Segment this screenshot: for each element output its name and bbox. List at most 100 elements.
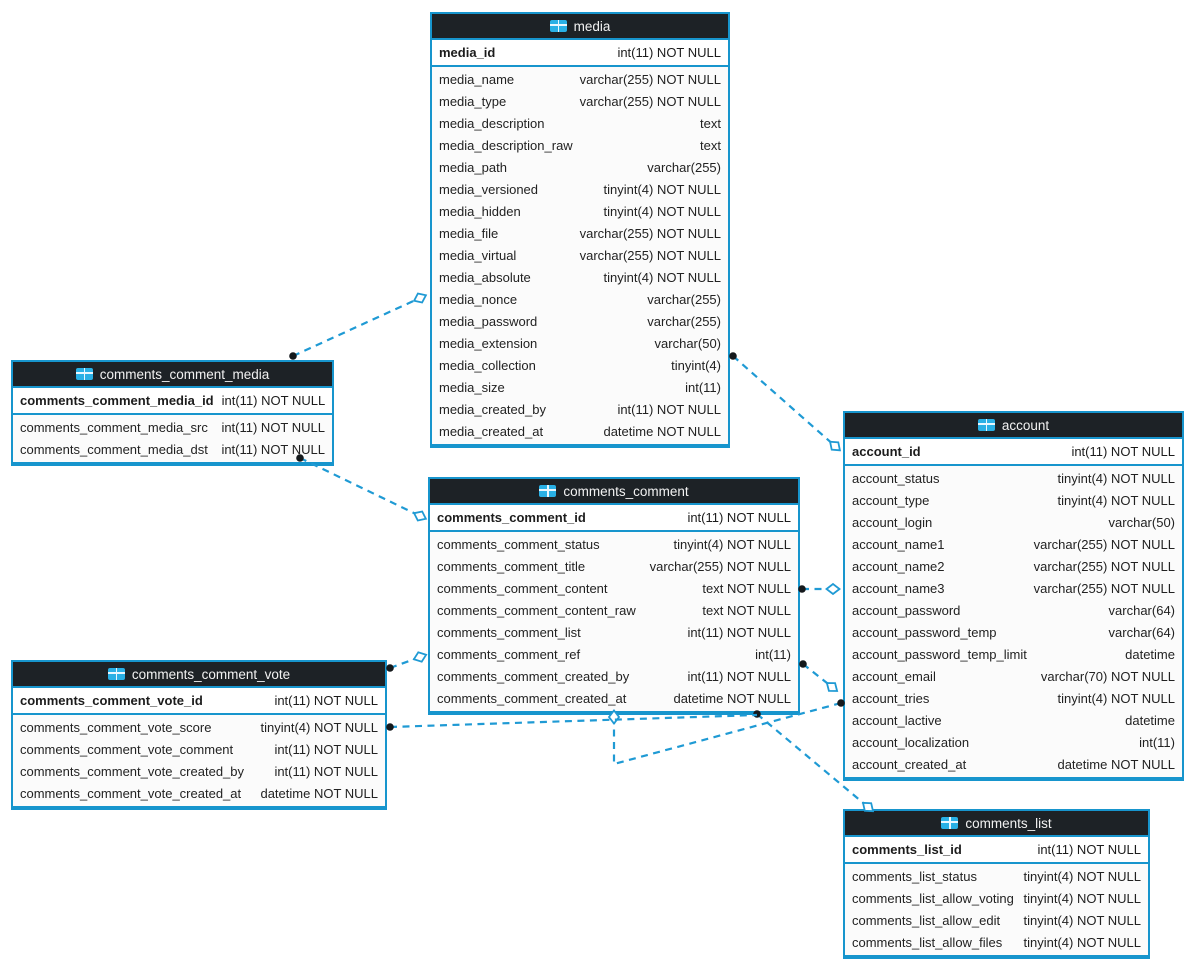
field-name: comments_comment_media_id: [20, 393, 214, 408]
relation-line[interactable]: [389, 713, 758, 729]
rel-comments_comment-account-name[interactable]: [798, 582, 841, 596]
field-type: int(11) NOT NULL: [617, 401, 721, 417]
field-type: tinyint(4) NOT NULL: [1023, 912, 1141, 928]
field-type: text NOT NULL: [702, 580, 791, 596]
field-type: varchar(50): [1108, 514, 1175, 530]
relation-line[interactable]: [802, 663, 833, 688]
field-type: tinyint(4) NOT NULL: [1057, 690, 1175, 706]
rel-media-account[interactable]: [729, 352, 842, 452]
field-type: tinyint(4) NOT NULL: [603, 269, 721, 285]
field-name: comments_comment_vote_created_by: [20, 763, 245, 779]
relation-line[interactable]: [389, 655, 421, 670]
relation-line[interactable]: [292, 296, 421, 358]
field-type: datetime NOT NULL: [603, 423, 721, 439]
rel-comments_comment_media-media[interactable]: [289, 292, 428, 360]
field-name: comments_comment_vote_comment: [20, 741, 234, 757]
field-type: tinyint(4) NOT NULL: [260, 719, 378, 735]
field-name: media_password: [439, 313, 538, 329]
field-type: varchar(255): [647, 313, 721, 329]
field-name: comments_comment_content: [437, 580, 608, 596]
field-type: varchar(255): [647, 159, 721, 175]
relation-dot-end: [289, 352, 297, 360]
relation-line[interactable]: [299, 457, 421, 517]
field-type: varchar(255) NOT NULL: [1033, 558, 1175, 574]
field-row: comments_comment_vote_created_by int(11) …: [13, 760, 385, 782]
field-name: comments_comment_list: [437, 624, 581, 640]
relation-line[interactable]: [732, 355, 836, 447]
field-name: account_email: [852, 668, 936, 684]
table-header[interactable]: comments_comment_vote: [13, 662, 385, 688]
field-name: account_password_temp_limit: [852, 646, 1027, 662]
field-name: comments_comment_content_raw: [437, 602, 636, 618]
relation-dot-end: [799, 660, 807, 668]
field-name: account_type: [852, 492, 930, 508]
field-name: comments_comment_media_dst: [20, 441, 208, 457]
field-type: varchar(255): [647, 291, 721, 307]
field-type: varchar(255) NOT NULL: [579, 225, 721, 241]
field-type: tinyint(4) NOT NULL: [1023, 934, 1141, 950]
field-name: media_id: [439, 45, 496, 60]
field-type: text: [700, 115, 721, 131]
table-header[interactable]: comments_comment_media: [13, 362, 332, 388]
table-header[interactable]: comments_list: [845, 811, 1148, 837]
field-type: tinyint(4) NOT NULL: [603, 203, 721, 219]
field-type: datetime NOT NULL: [260, 785, 378, 801]
field-name: comments_comment_ref: [437, 646, 581, 662]
field-name: comments_comment_vote_id: [20, 693, 203, 708]
relation-dot-end: [386, 723, 394, 731]
rel-comments_comment_vote-comments_comment[interactable]: [386, 713, 758, 731]
table-header[interactable]: media: [432, 14, 728, 40]
table-header[interactable]: account: [845, 413, 1182, 439]
rel-comments_comment_vote-comments_comment-ref[interactable]: [386, 651, 428, 672]
field-type: varchar(64): [1108, 624, 1175, 640]
field-type: int(11): [685, 379, 721, 395]
relation-diamond-end: [412, 510, 428, 522]
field-name: media_name: [439, 71, 515, 87]
field-type: tinyint(4) NOT NULL: [1023, 868, 1141, 884]
field-type: int(11) NOT NULL: [1071, 444, 1175, 459]
field-type: datetime: [1125, 712, 1175, 728]
table-comments_comment_media[interactable]: comments_comment_media comments_comment_m…: [11, 360, 334, 466]
field-type: varchar(255) NOT NULL: [579, 93, 721, 109]
table-icon: [107, 668, 125, 680]
field-type: varchar(64): [1108, 602, 1175, 618]
field-type: int(11) NOT NULL: [274, 763, 378, 779]
rel-comments_comment-account-tries[interactable]: [799, 660, 839, 692]
field-type: varchar(70) NOT NULL: [1040, 668, 1175, 684]
field-name: comments_list_allow_voting: [852, 890, 1014, 906]
field-name: account_name2: [852, 558, 945, 574]
field-row: comments_comment_content text NOT NULL: [430, 577, 798, 599]
table-comments_comment_vote[interactable]: comments_comment_vote comments_comment_vo…: [11, 660, 387, 810]
field-name: comments_comment_id: [437, 510, 586, 525]
table-header[interactable]: comments_comment: [430, 479, 798, 505]
field-name: media_size: [439, 379, 505, 395]
table-icon: [75, 368, 93, 380]
